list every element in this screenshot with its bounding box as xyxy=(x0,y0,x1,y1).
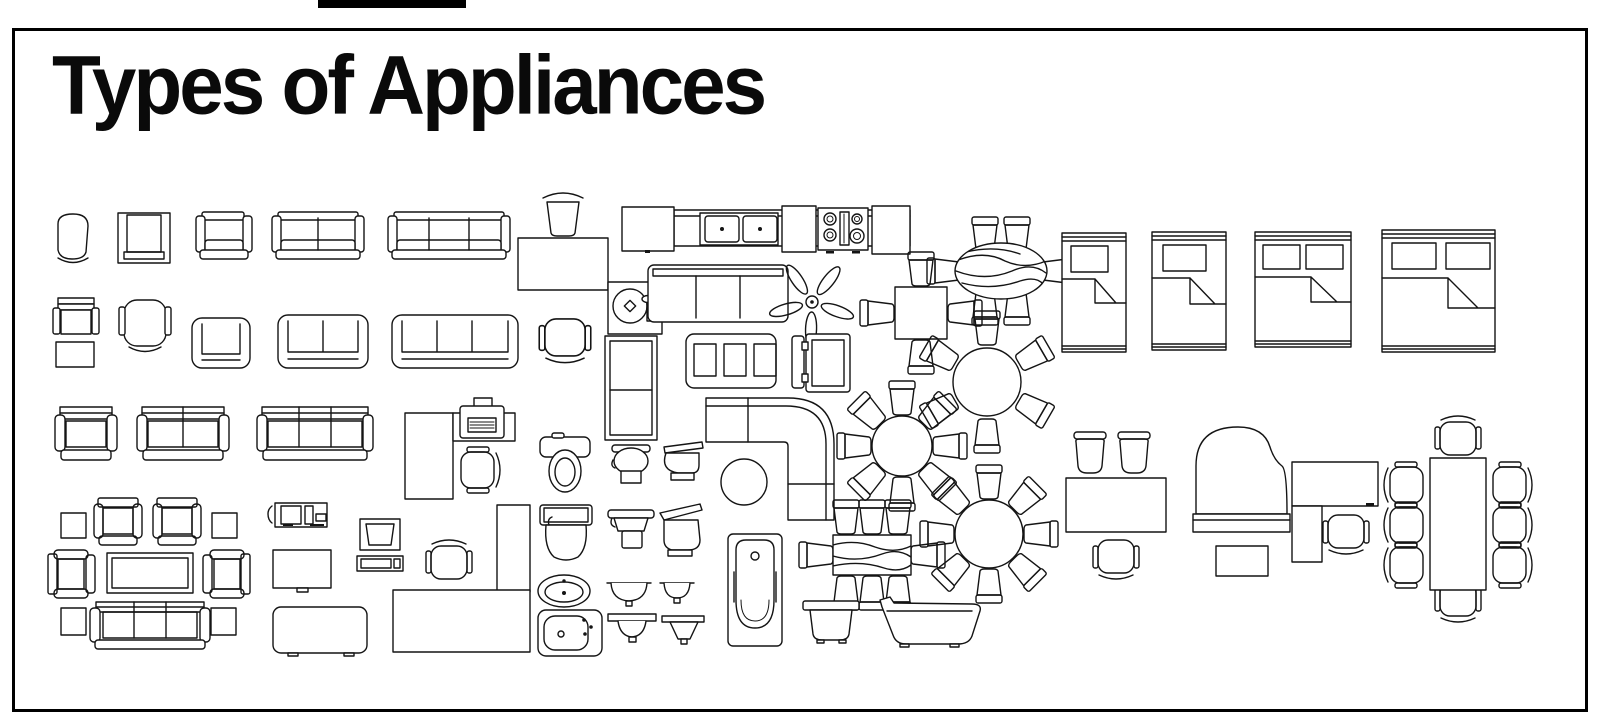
rounded-loveseat-icon xyxy=(277,314,369,369)
ceiling-fan-icon xyxy=(767,261,856,347)
page-title: Types of Appliances xyxy=(52,38,767,132)
end-table-icon xyxy=(211,512,238,539)
base-cabinet-icon xyxy=(781,205,817,253)
side-chair-icon xyxy=(57,213,89,264)
grand-piano-icon xyxy=(1192,426,1291,577)
piano-bench-icon xyxy=(1215,545,1269,577)
pedestal-sink-icon xyxy=(606,582,652,607)
l-desk-with-printer-icon xyxy=(404,397,516,500)
living-room-set-icon xyxy=(47,497,251,650)
end-table-icon xyxy=(60,607,87,636)
sofa-icon xyxy=(89,601,211,650)
office-chair-icon xyxy=(1322,514,1370,555)
office-chair-icon xyxy=(1092,539,1140,580)
large-ottoman-icon xyxy=(272,606,368,657)
dining-table-two-chairs-icon xyxy=(517,192,609,364)
dresser-icon xyxy=(685,333,777,389)
toilet-front-view-b-icon xyxy=(607,509,655,549)
flat-screen-tv-icon xyxy=(272,549,332,593)
round-ottoman-icon xyxy=(720,458,768,506)
three-seat-sofa-icon xyxy=(387,211,511,260)
reception-desk-icon xyxy=(392,504,531,653)
l-shaped-office-desk-icon xyxy=(1291,461,1379,563)
media-player-icon xyxy=(267,502,328,528)
toilet-front-view-icon xyxy=(611,444,651,484)
oval-sink-icon xyxy=(537,574,591,608)
toilet-top-view-icon xyxy=(539,432,591,493)
toilet-side-view-b-icon xyxy=(659,503,703,557)
club-chair-icon xyxy=(191,317,251,369)
office-chair-icon xyxy=(460,446,501,494)
bathtub-side-view-icon xyxy=(879,596,982,648)
round-table-six-chairs-icon xyxy=(918,310,1056,454)
office-chair-icon xyxy=(425,539,473,580)
thick-armchair-icon xyxy=(54,406,118,461)
refrigerator-icon xyxy=(621,206,675,253)
single-bed-b-icon xyxy=(1151,231,1227,351)
desktop-computer-icon xyxy=(356,518,404,572)
end-table-icon xyxy=(210,607,237,636)
toilet-top-view-b-icon xyxy=(539,504,593,561)
square-table-four-chairs-icon xyxy=(859,251,983,375)
cooktop-icon xyxy=(817,207,869,254)
round-table-eight-chairs-b-icon xyxy=(919,464,1059,604)
bathtub-top-view-icon xyxy=(727,533,783,647)
oval-table-six-chairs-icon xyxy=(926,216,1076,326)
box-armchair-icon xyxy=(117,212,171,264)
rectangular-sink-icon xyxy=(537,609,603,657)
sofa-icon xyxy=(647,264,789,323)
end-table-icon xyxy=(60,512,87,539)
round-table-eight-chairs-icon xyxy=(836,380,968,512)
office-desk-guest-chairs-icon xyxy=(1065,431,1167,580)
thick-three-seat-sofa-icon xyxy=(256,406,374,461)
double-bed-b-icon xyxy=(1381,229,1496,353)
wall-sink-b-icon xyxy=(661,615,705,645)
recliner-icon xyxy=(791,333,851,393)
tall-cabinet-icon xyxy=(871,205,911,255)
chair-with-ottoman-icon xyxy=(52,297,100,368)
wall-sink-icon xyxy=(607,613,657,643)
conference-table-eight-chairs-icon xyxy=(1383,415,1533,623)
pedestal-sink-b-icon xyxy=(659,582,695,604)
plank-table-eight-chairs-icon xyxy=(798,499,946,611)
double-sink-icon xyxy=(699,212,779,246)
toilet-side-view-icon xyxy=(663,441,704,481)
printer-icon xyxy=(459,397,505,439)
corner-sectional-sofa-icon xyxy=(705,397,835,521)
chart-frame xyxy=(12,28,1588,712)
loveseat-icon xyxy=(271,211,365,260)
swivel-armchair-icon xyxy=(118,299,172,353)
armchair-icon xyxy=(195,211,253,260)
bathtub-front-view-icon xyxy=(802,600,860,644)
double-bed-icon xyxy=(1254,231,1352,348)
rounded-three-seat-sofa-icon xyxy=(391,314,519,369)
coffee-table-icon xyxy=(106,552,194,594)
top-artifact-bar xyxy=(318,0,466,8)
single-bed-icon xyxy=(1061,232,1127,353)
wardrobe-icon xyxy=(604,335,658,441)
thick-loveseat-icon xyxy=(136,406,230,461)
